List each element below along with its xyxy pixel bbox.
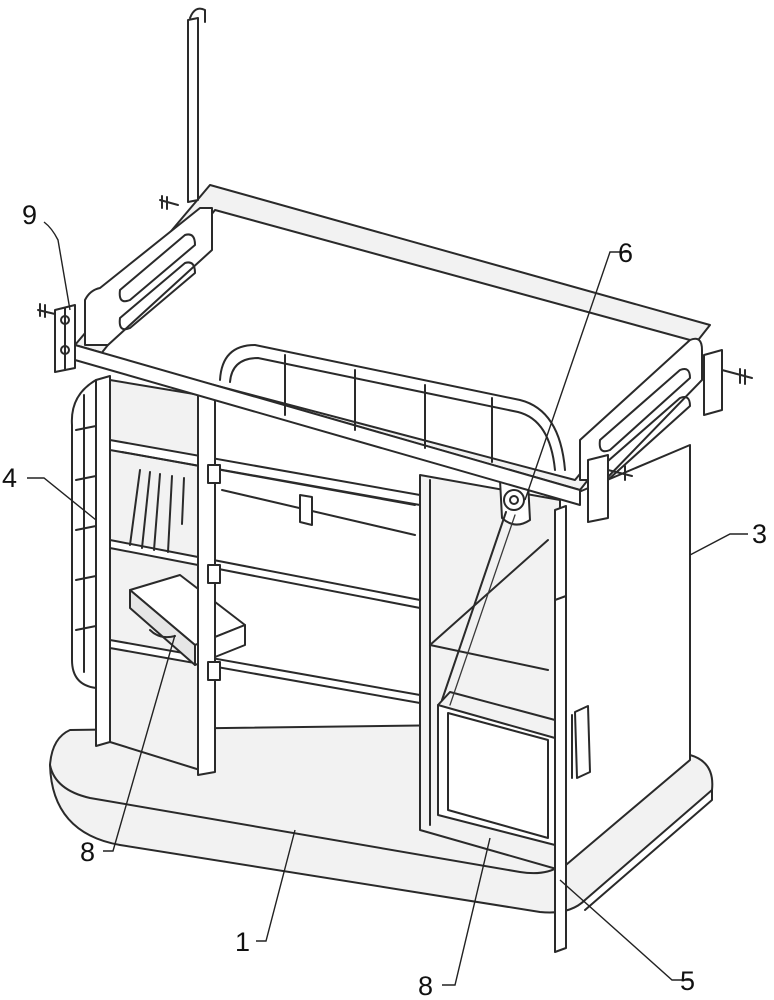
front-post <box>197 391 221 776</box>
label-8: 8 <box>80 837 95 867</box>
label-9: 9 <box>22 200 37 230</box>
label-4: 4 <box>2 463 17 493</box>
label-1: 1 <box>235 927 250 957</box>
label-6: 6 <box>618 238 633 268</box>
lift-pole <box>554 505 567 953</box>
storage-box <box>437 691 556 846</box>
leader-lines <box>27 221 748 986</box>
part-labels: 9 4 6 3 5 8 1 8 <box>2 200 767 1000</box>
label-3: 3 <box>752 519 767 549</box>
label-7: 8 <box>418 971 433 1000</box>
label-5: 5 <box>680 966 695 996</box>
clamp-latch-right <box>587 349 753 523</box>
left-ladder <box>70 375 201 771</box>
clamp-latch-left <box>37 195 179 373</box>
